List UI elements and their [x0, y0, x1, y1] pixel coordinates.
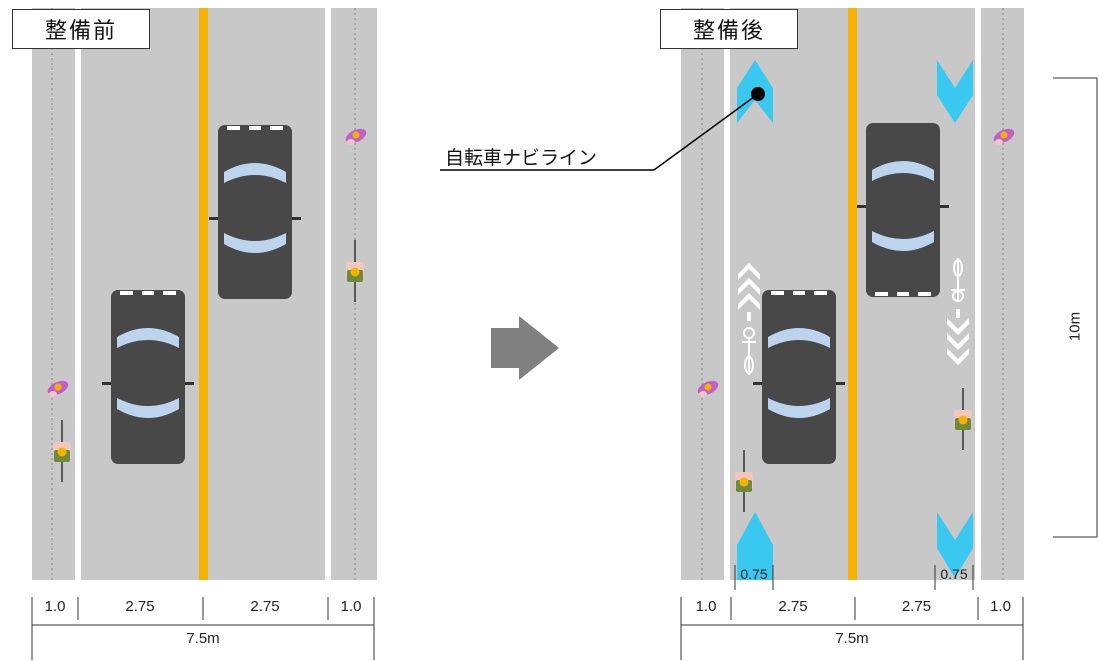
length-label: 10m — [1066, 311, 1084, 342]
after-dim-lane2: 2.75 — [901, 598, 932, 615]
length-dimension — [1053, 77, 1098, 538]
after-title: 整備後 — [660, 9, 798, 49]
before-title: 整備前 — [12, 9, 150, 49]
before-dim-right: 1.0 — [340, 598, 362, 615]
car-after-2 — [753, 290, 845, 464]
navi-line-callout: 自転車ナビライン — [445, 147, 598, 169]
after-navi-width-left: 0.75 — [740, 566, 768, 582]
after-dim-right: 1.0 — [990, 598, 1011, 615]
after-dim-left: 1.0 — [695, 598, 717, 615]
navi-line-arrows — [737, 60, 973, 580]
callout-leader — [440, 87, 765, 171]
inner-dimension-marks — [734, 565, 974, 590]
before-dimensions — [31, 597, 375, 660]
bicycle-pictogram-right — [951, 258, 965, 302]
arrow-right-icon — [491, 316, 559, 380]
after-total-width: 7.5m — [835, 630, 869, 647]
before-total-width: 7.5m — [186, 630, 220, 647]
after-dim-lane1: 2.75 — [778, 598, 808, 615]
after-navi-width-right: 0.75 — [940, 566, 968, 582]
after-dimensions — [680, 597, 1024, 660]
chevron-up-markings — [738, 263, 760, 321]
before-dim-left: 1.0 — [44, 598, 66, 615]
bicycle-pictogram-left — [742, 327, 756, 375]
car-after-1 — [857, 123, 949, 297]
chevron-down-markings — [947, 309, 969, 365]
before-dim-lane2: 2.75 — [250, 598, 280, 615]
before-road — [32, 8, 377, 580]
car-before-2 — [102, 290, 194, 464]
car-before-1 — [209, 125, 301, 299]
before-dim-lane1: 2.75 — [125, 598, 155, 615]
